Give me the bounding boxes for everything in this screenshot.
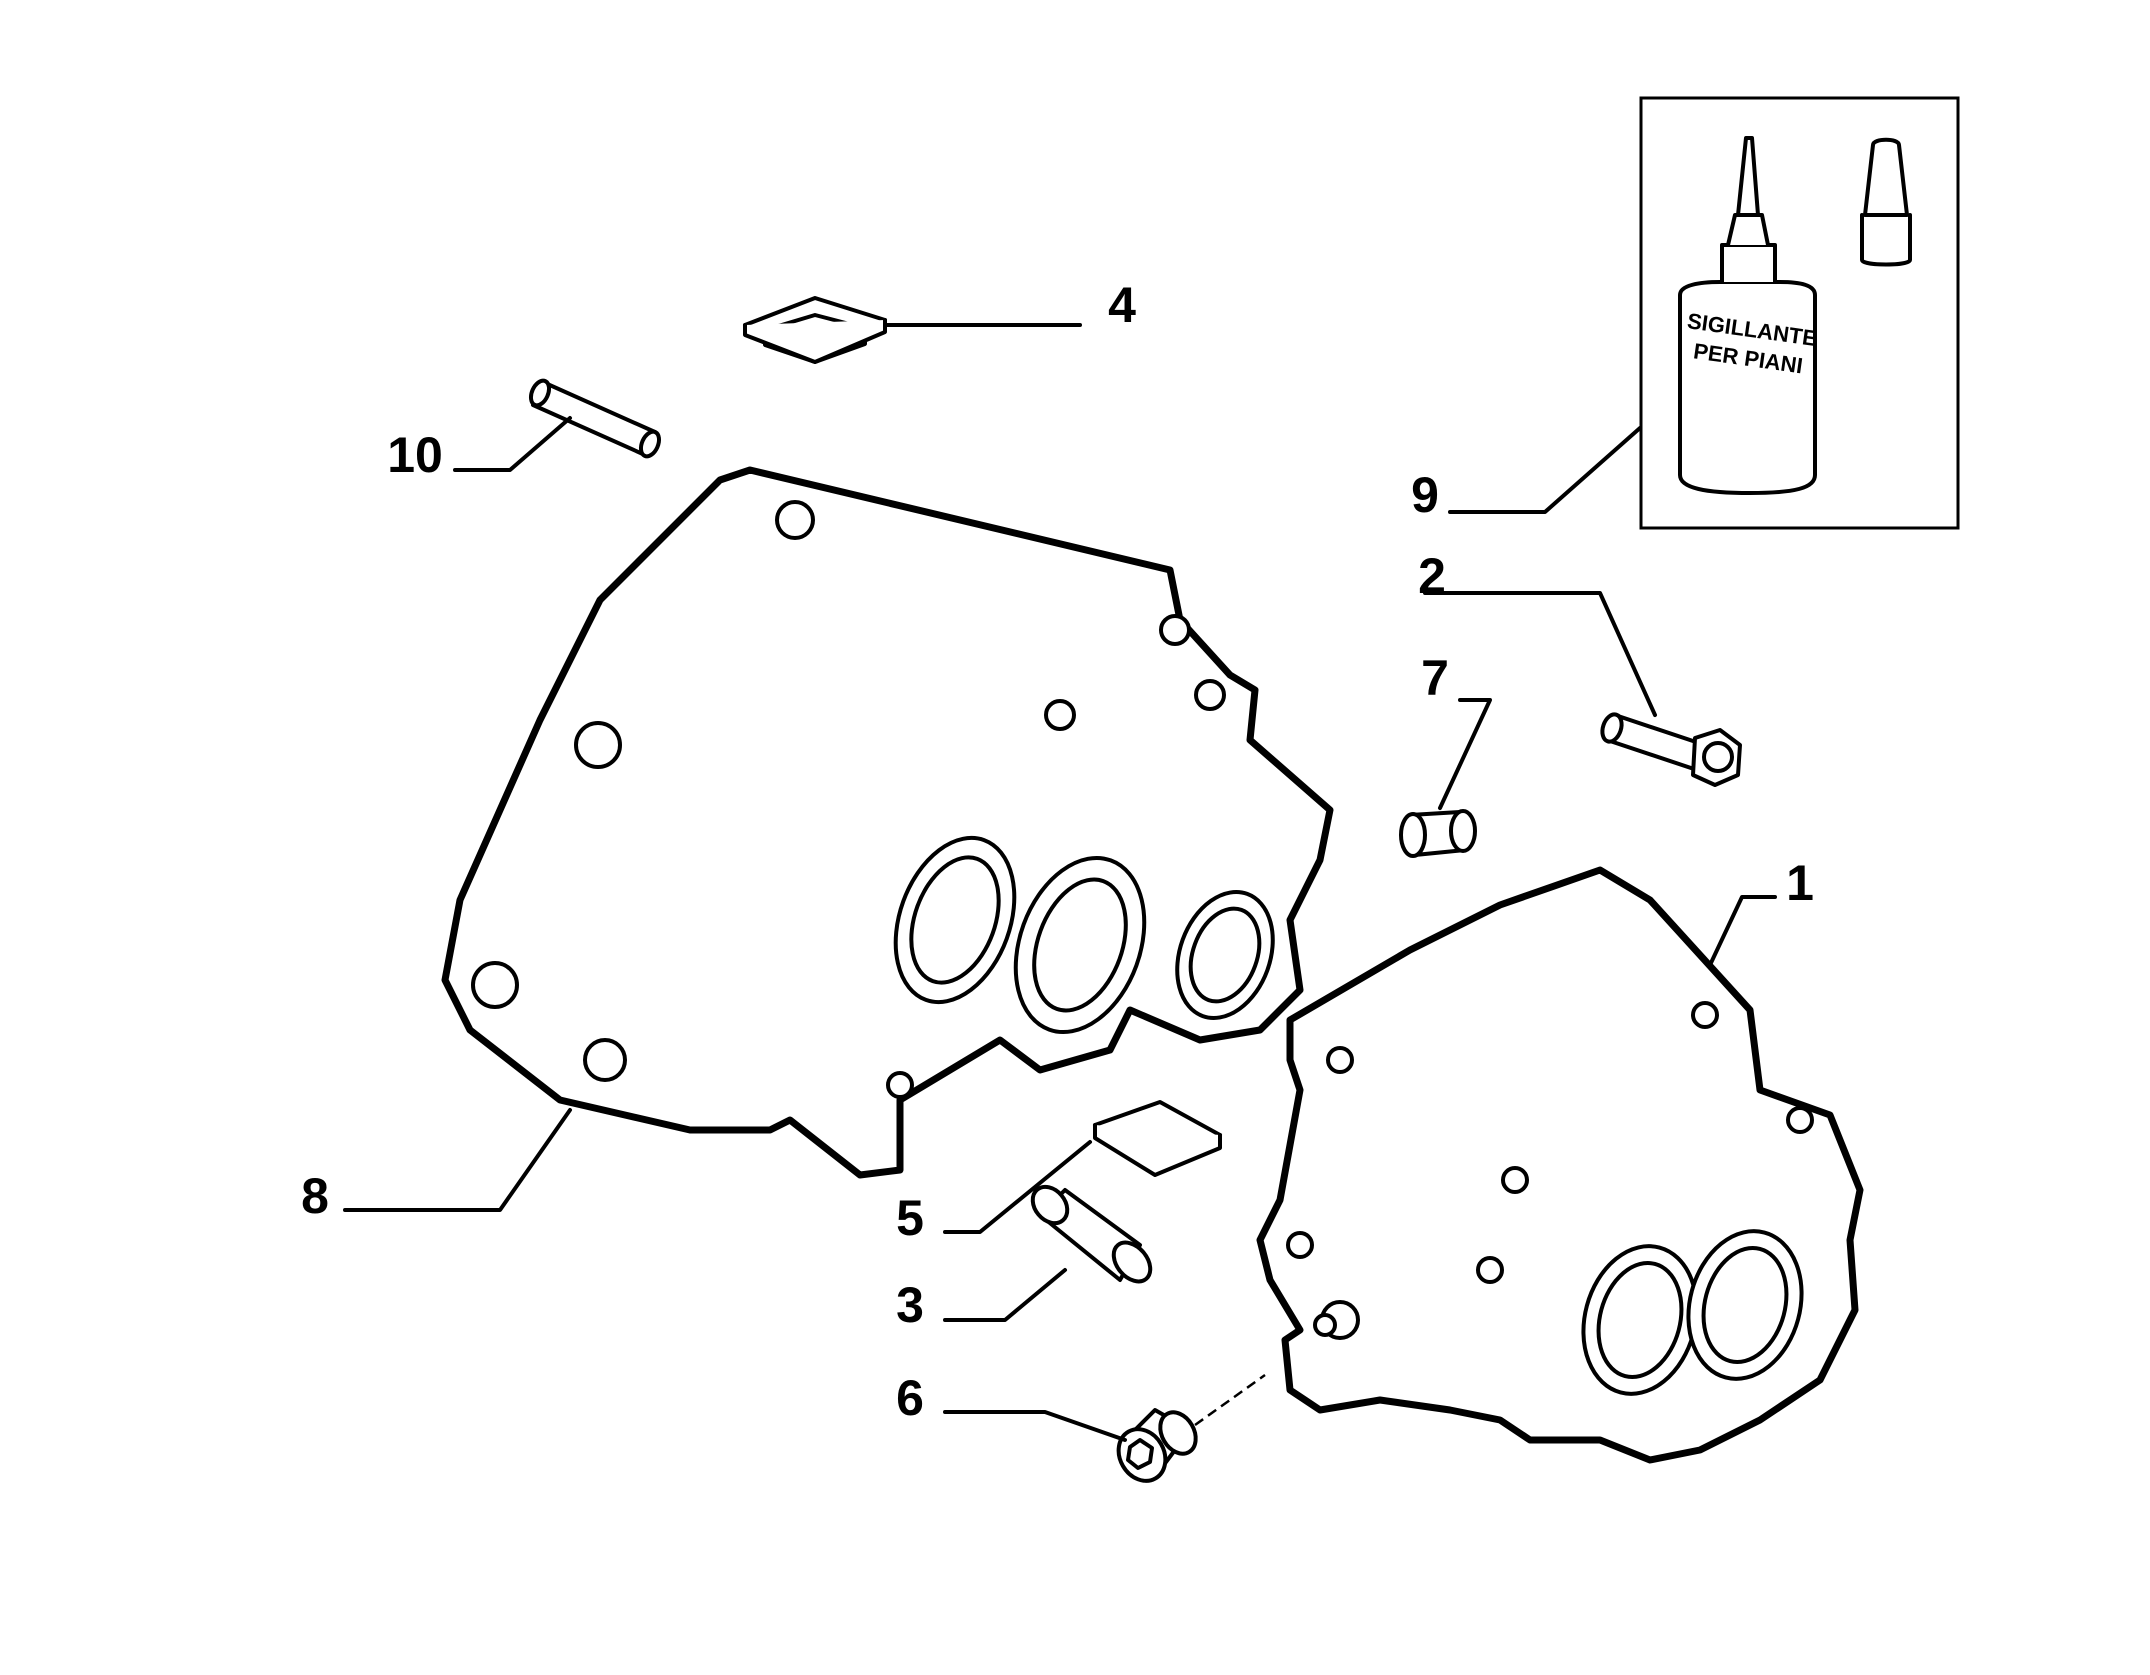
sealant-bottle-icon: SIGILLANTE PER PIANI [1678, 136, 1819, 495]
leader-9 [1448, 426, 1642, 514]
assembly-dash-line [1194, 1373, 1266, 1427]
callout-8: 8 [301, 1168, 329, 1224]
part-7-threaded-plug[interactable] [1399, 809, 1477, 858]
part-3-dowel-pin[interactable] [1026, 1180, 1158, 1288]
part-6-socket-plug[interactable] [1109, 1373, 1266, 1489]
callout-2: 2 [1418, 548, 1446, 604]
callout-4: 4 [1108, 277, 1136, 333]
leader-1 [1708, 895, 1777, 967]
leader-3 [943, 1268, 1067, 1322]
leader-5 [943, 1140, 1092, 1234]
part-2-hex-bolt[interactable] [1599, 712, 1742, 787]
callout-6: 6 [896, 1370, 924, 1426]
part-1-gearbox-casing[interactable] [1256, 866, 1864, 1464]
part-5-square-plate[interactable] [1093, 1100, 1222, 1177]
leader-10 [453, 416, 572, 472]
part-8-clutch-housing[interactable] [441, 466, 1334, 1179]
leader-8 [343, 1108, 572, 1212]
leader-2 [1423, 591, 1657, 717]
part-4-cover-plug[interactable] [743, 296, 887, 364]
callout-9: 9 [1411, 467, 1439, 523]
callout-10: 10 [387, 427, 443, 483]
callout-7: 7 [1421, 650, 1449, 706]
leader-7 [1438, 698, 1492, 810]
bottle-cap-icon [1860, 137, 1912, 267]
callout-1: 1 [1786, 855, 1814, 911]
part-10-stud[interactable] [527, 378, 662, 459]
leader-6 [943, 1410, 1127, 1442]
callout-labels: 1 2 3 4 5 6 7 8 9 10 [301, 277, 1814, 1426]
callout-3: 3 [896, 1277, 924, 1333]
part-9-sealant-kit[interactable]: SIGILLANTE PER PIANI [1639, 96, 1960, 530]
leader-lines [343, 323, 1777, 1442]
callout-5: 5 [896, 1190, 924, 1246]
